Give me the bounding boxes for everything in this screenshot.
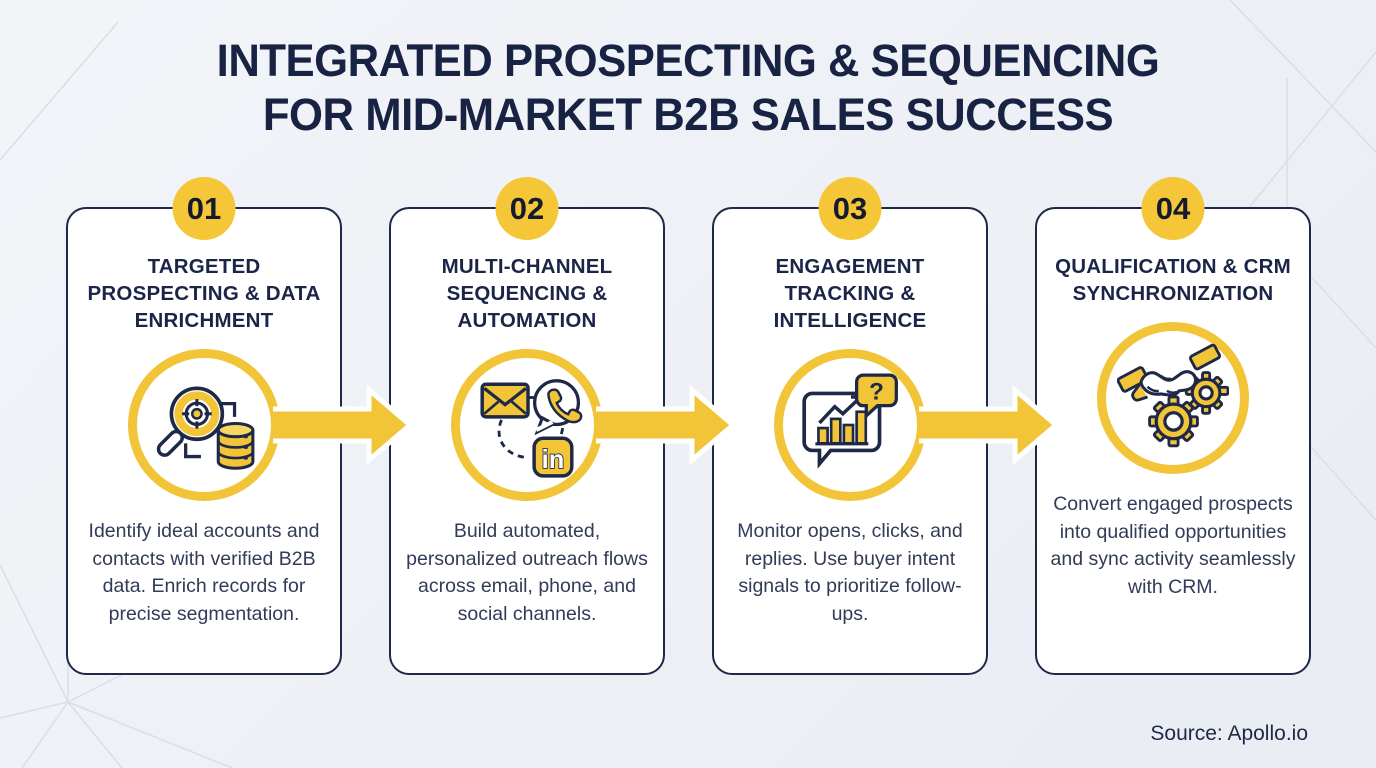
step-title: QUALIFICATION & CRM SYNCHRONIZATION <box>1055 255 1291 306</box>
step-number-badge: 04 <box>1141 177 1205 240</box>
question-bubble-icon: ? <box>854 373 898 420</box>
step-title: TARGETED PROSPECTING & DATA ENRICHMENT <box>87 255 321 333</box>
database-icon <box>216 422 255 470</box>
step-icon-circle <box>1097 322 1249 475</box>
step-description: Identify ideal accounts and contacts wit… <box>88 520 320 625</box>
page-title: INTEGRATED PROSPECTING & SEQUENCING FOR … <box>21 34 1356 142</box>
flow-arrow-icon <box>919 385 1060 465</box>
page-title-line1: INTEGRATED PROSPECTING & SEQUENCING <box>216 35 1160 86</box>
step-description: Convert engaged prospects into qualified… <box>1050 493 1296 598</box>
step-card-4: 04 QUALIFICATION & CRM SYNCHRONIZATION <box>1035 177 1311 675</box>
handshake-icon <box>1117 343 1222 402</box>
chart-bubble-question-icon: ? <box>802 373 898 469</box>
magnifier-target-icon <box>156 386 225 458</box>
magnifier-target-database-icon <box>156 386 255 470</box>
step-icon-circle: in <box>451 349 603 502</box>
page-title-line2: FOR MID-MARKET B2B SALES SUCCESS <box>262 89 1114 140</box>
linkedin-label: in <box>542 446 565 474</box>
email-icon <box>480 382 530 419</box>
step-title: MULTI-CHANNEL SEQUENCING & AUTOMATION <box>441 255 613 333</box>
gear-icon <box>1148 395 1199 448</box>
gear-icon <box>1184 371 1229 415</box>
flow-arrow-icon <box>596 385 737 465</box>
linkedin-icon: in <box>532 436 574 478</box>
source-attribution: Source: Apollo.io <box>1150 722 1308 745</box>
step-description: Build automated, personalized outreach f… <box>406 520 648 625</box>
step-number-badge: 01 <box>172 177 236 240</box>
email-phone-linkedin-icon: in <box>480 379 583 478</box>
step-title: ENGAGEMENT TRACKING & INTELLIGENCE <box>773 255 927 333</box>
question-mark-label: ? <box>869 379 884 406</box>
flow-arrow-icon <box>273 385 414 465</box>
step-number-badge: 03 <box>818 177 882 240</box>
handshake-gears-icon <box>1117 343 1229 448</box>
step-icon-circle: ? <box>774 349 926 502</box>
step-icon-circle <box>128 349 280 502</box>
step-number-badge: 02 <box>495 177 559 240</box>
step-description: Monitor opens, clicks, and replies. Use … <box>737 520 963 625</box>
phone-icon <box>533 379 583 436</box>
